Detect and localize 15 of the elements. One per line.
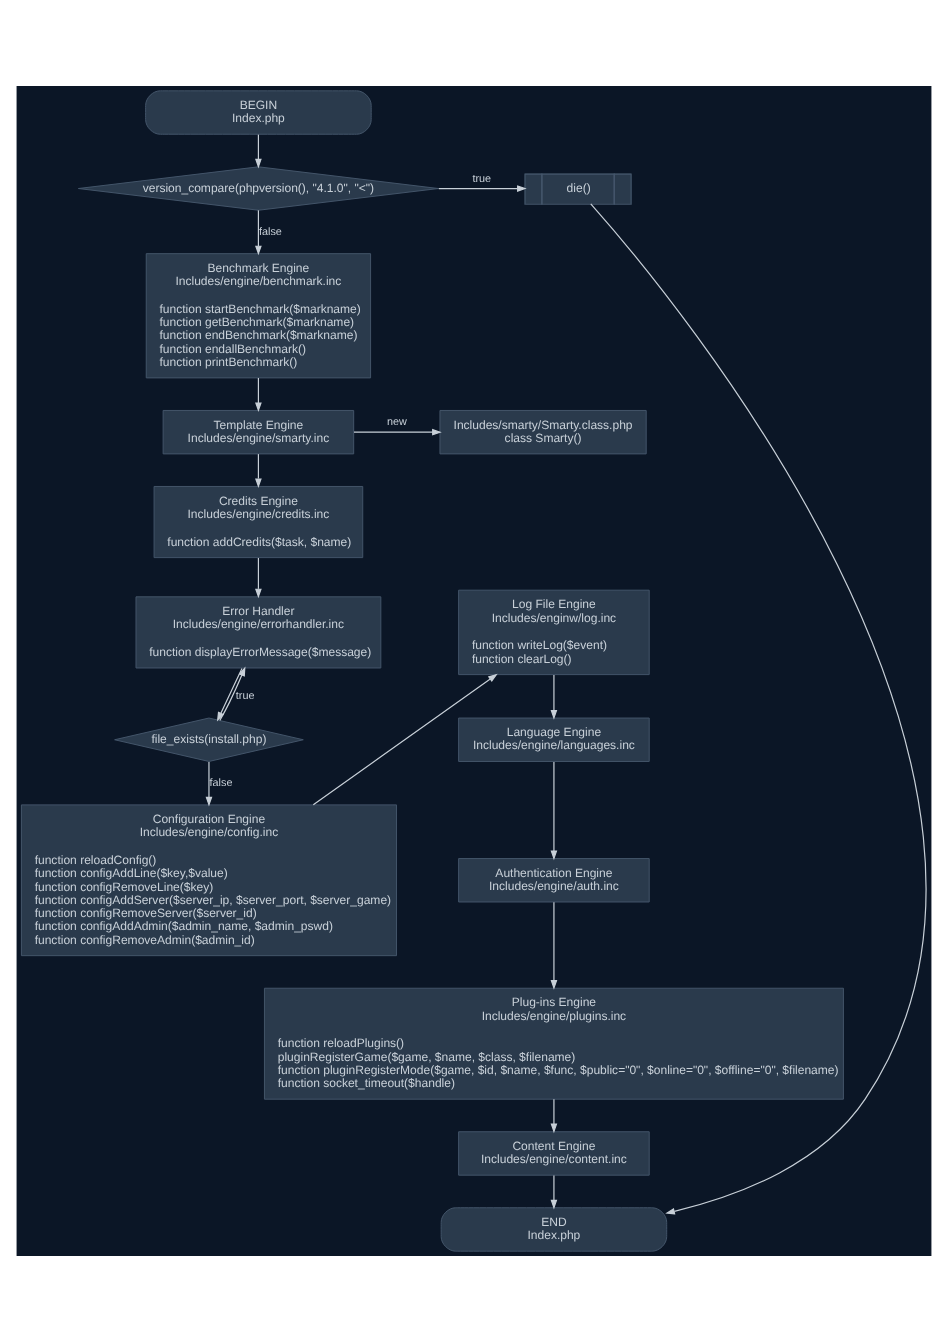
arrow: [550, 1174, 558, 1210]
arrow: [550, 761, 558, 861]
arrow: [550, 1098, 558, 1134]
arrow: [255, 377, 262, 413]
arrow: [590, 203, 925, 1215]
arrow: [255, 453, 262, 489]
arrow: [312, 673, 498, 806]
arrow: [255, 209, 262, 256]
arrow: [550, 901, 558, 990]
arrow: [438, 185, 527, 192]
arrow: [550, 674, 558, 720]
arrow: [205, 761, 213, 807]
arrow: [255, 134, 262, 169]
arrow: [255, 557, 262, 599]
arrow: [353, 428, 442, 436]
